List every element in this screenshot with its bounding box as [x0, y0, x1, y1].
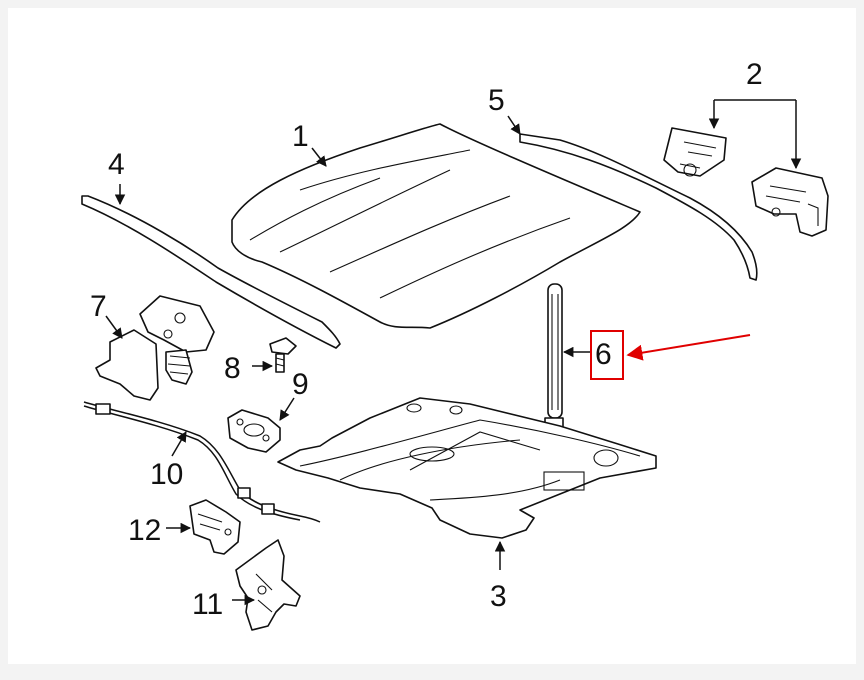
hood-hinge-right[interactable]: [751, 167, 829, 237]
release-cable[interactable]: [83, 401, 321, 523]
hood-latch-assembly[interactable]: [95, 295, 215, 401]
hood-panel[interactable]: [231, 123, 641, 329]
highlight-arrow: [626, 334, 751, 361]
highlight-box: [590, 330, 624, 380]
hood-insulator[interactable]: [277, 397, 657, 539]
callout-5: 5: [488, 84, 505, 117]
callout-4: 4: [108, 148, 125, 181]
callout-7: 7: [90, 290, 107, 323]
rear-seal-strip[interactable]: [519, 133, 758, 281]
callout-3: 3: [490, 580, 507, 613]
callout-11: 11: [192, 588, 223, 621]
front-seal-strip[interactable]: [81, 195, 341, 349]
callout-12: 12: [128, 514, 161, 547]
callout-9: 9: [292, 368, 309, 401]
callout-1: 1: [292, 120, 309, 153]
bolt[interactable]: [269, 337, 297, 373]
hood-striker[interactable]: [227, 409, 281, 453]
callout-2: 2: [746, 58, 763, 91]
hood-latch[interactable]: [189, 499, 241, 555]
callout-8: 8: [224, 352, 241, 385]
leader-lines: [105, 99, 802, 606]
hood-hinge-left[interactable]: [663, 127, 727, 177]
callout-6: 6: [595, 338, 612, 371]
callout-10: 10: [150, 458, 183, 491]
